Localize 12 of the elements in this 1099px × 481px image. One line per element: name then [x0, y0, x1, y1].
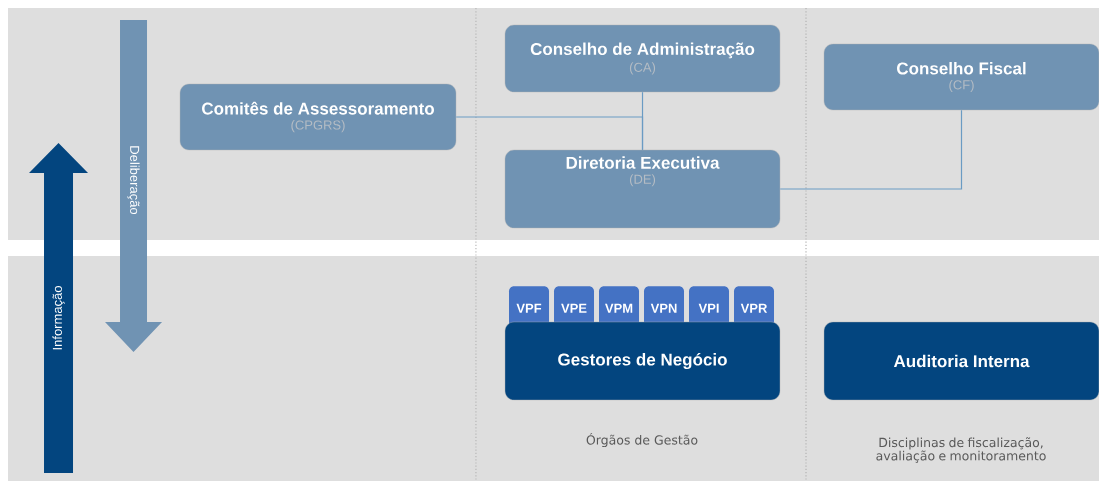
org-box: Gestores de Negócio — [504, 321, 781, 401]
connector-line — [455, 116, 644, 151]
org-box: Auditoria Interna — [823, 321, 1099, 401]
connector-line — [779, 109, 963, 190]
arrow-label: Deliberação — [127, 146, 140, 215]
org-box: Conselho de Administração (CA) — [504, 24, 781, 93]
arrow-label: Informação — [52, 286, 65, 350]
caption-text: Disciplinas de fiscalização, avaliação e monitoramento — [876, 437, 1046, 463]
org-box: Conselho Fiscal (CF) — [823, 43, 1099, 111]
caption-text: Órgãos de Gestão — [586, 432, 698, 448]
org-box: Comitês de Assessoramento (CPGRS) — [179, 83, 457, 151]
org-box: Diretoria Executiva (DE) — [504, 149, 781, 229]
